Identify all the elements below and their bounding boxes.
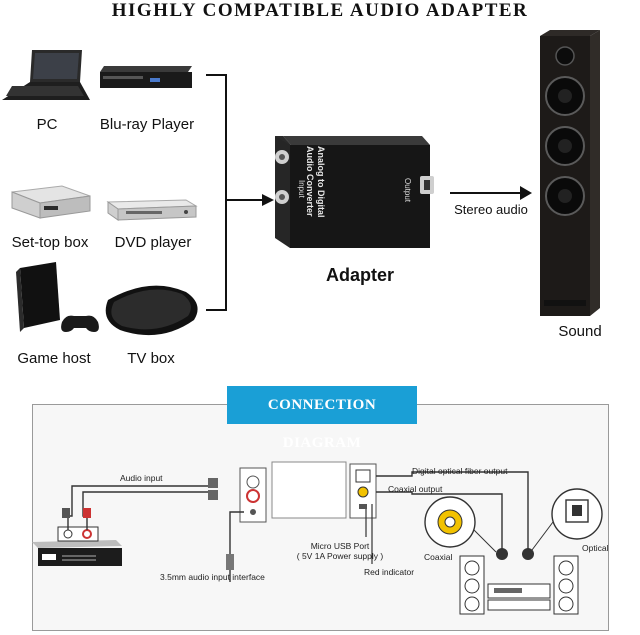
game-console-icon: [16, 262, 99, 332]
adapter-output-label: Output: [403, 178, 412, 203]
banner-text: CONNECTION DIAGRAM: [267, 397, 377, 451]
coaxial-label: Coaxial: [424, 552, 453, 562]
usb-port-label: Micro USB Port ( 5V 1A Power supply ): [292, 541, 388, 561]
bluray-player-icon: [100, 66, 192, 88]
adapter-label: Adapter: [325, 265, 394, 285]
usb-port-line2: ( 5V 1A Power supply ): [296, 551, 384, 561]
dvd-player-icon: [106, 199, 198, 221]
source-bracket: [206, 74, 262, 311]
coaxial-output-label: Coaxial output: [388, 484, 443, 494]
connection-diagram-banner: CONNECTION DIAGRAM: [227, 386, 417, 451]
source-label-bluray: Blu-ray Player: [99, 116, 195, 133]
connection-diagram: [32, 461, 603, 615]
sound-label: Sound: [558, 323, 602, 340]
stereo-audio-label: Stereo audio: [454, 202, 528, 217]
receiver-speakers-icon: [459, 555, 579, 615]
adapter-input-panel: [239, 467, 267, 523]
jack-interface-label: 3.5mm audio input interface: [160, 572, 265, 582]
top-illustration: [2, 30, 600, 336]
tv-box-icon: [105, 285, 198, 336]
speaker-icon: [540, 30, 600, 316]
red-indicator-label: Red indicator: [364, 567, 415, 577]
adapter-input-label: Input: [297, 180, 306, 198]
set-top-box-icon: [11, 185, 91, 219]
output-arrow: [450, 186, 532, 200]
source-label-pc: PC: [36, 116, 58, 133]
laptop-icon: [2, 50, 90, 100]
adapter-device: [275, 136, 434, 248]
optical-label: Optical: [582, 543, 609, 553]
audio-input-label: Audio input: [120, 473, 163, 483]
source-label-game-host: Game host: [17, 350, 91, 367]
source-player-icon: [32, 526, 122, 566]
source-label-set-top-box: Set-top box: [11, 234, 89, 251]
bracket-arrow: [262, 194, 274, 206]
usb-port-line1: Micro USB Port: [310, 541, 370, 551]
source-label-tv-box: TV box: [127, 350, 175, 367]
source-label-dvd: DVD player: [114, 234, 192, 251]
adapter-text-line1: Analog to Digital: [316, 146, 326, 218]
page-title: HIGHLY COMPATIBLE AUDIO ADAPTER: [111, 0, 529, 21]
optical-output-label: Digital optical fiber output: [412, 466, 508, 476]
